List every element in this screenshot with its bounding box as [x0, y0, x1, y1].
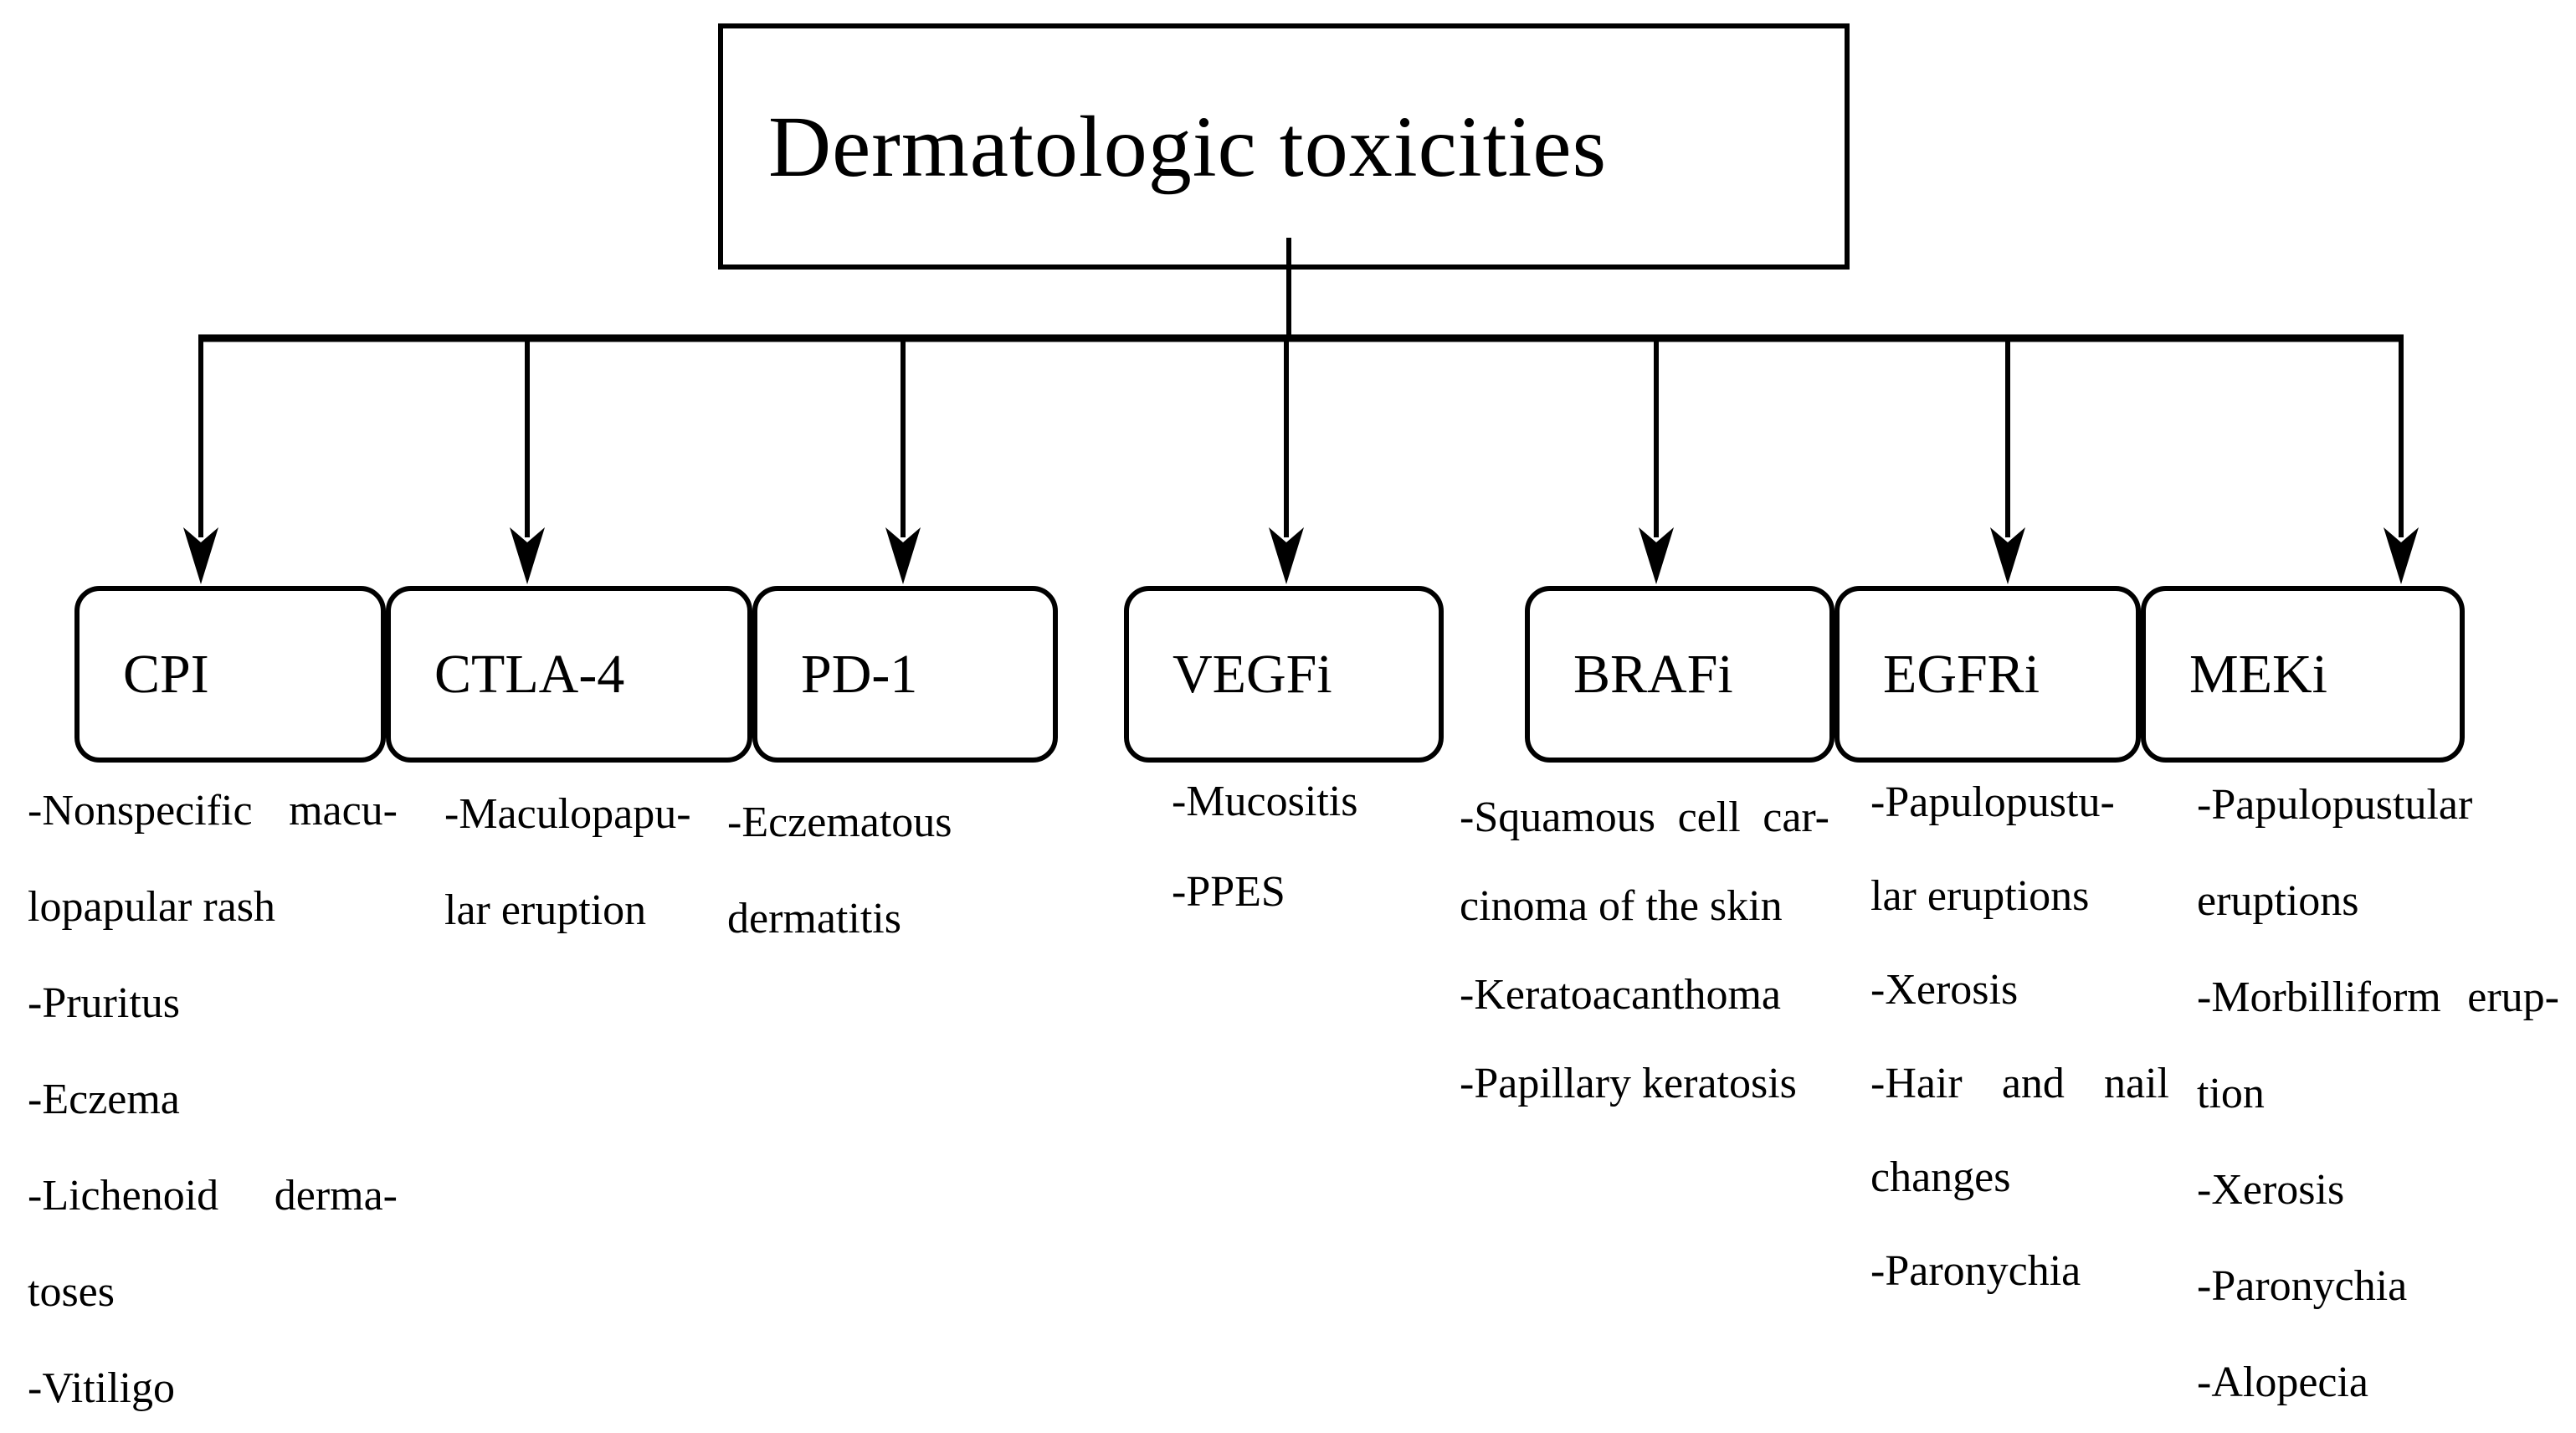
arrowhead-egfri [1990, 527, 2025, 584]
root-node-dermatologic-toxicities: Dermatologic toxicities [718, 23, 1850, 270]
list-ctla-4: -Maculopapu- lar eruption [444, 788, 712, 981]
node-label: EGFRi [1883, 643, 2040, 705]
list-item: -Nonspecific macu- [28, 787, 398, 835]
list-item: -Keratoacanthoma [1460, 971, 1782, 1019]
node-label: VEGFi [1173, 643, 1332, 705]
list-vegfi: -Mucositis -PPES [1172, 776, 1406, 957]
list-item: -Papillary keratosis [1460, 1060, 1797, 1107]
list-brafi: -Squamous cell car- cinoma of the skin -… [1460, 792, 1829, 1147]
list-item: cinoma of the skin [1460, 882, 1783, 930]
list-item: -Pruritus [28, 979, 180, 1027]
list-item: -Papulopustu- [1870, 778, 2115, 826]
list-item: lar eruption [444, 886, 647, 934]
arrowhead-vegfi [1269, 527, 1304, 584]
list-item: toses [28, 1268, 115, 1316]
list-item: -Vitiligo [28, 1364, 175, 1412]
node-vegfi: VEGFi [1124, 586, 1444, 763]
list-item: changes [1870, 1153, 2011, 1201]
node-label: CPI [123, 643, 209, 705]
arrowhead-meki [2384, 527, 2419, 584]
node-egfri: EGFRi [1835, 586, 2141, 763]
list-item: -Lichenoid derma- [28, 1172, 398, 1220]
list-item: -Xerosis [2197, 1166, 2345, 1214]
list-item: -Maculopapu- [444, 790, 691, 838]
node-brafi: BRAFi [1525, 586, 1835, 763]
arrowhead-ctla4 [510, 527, 545, 584]
node-label: BRAFi [1573, 643, 1733, 705]
list-item: -Hair and nail [1870, 1060, 2169, 1107]
list-item: lar eruptions [1870, 872, 2090, 920]
list-item: -Squamous cell car- [1460, 794, 1829, 841]
list-item: -Alopecia [2197, 1359, 2369, 1406]
list-item: tion [2197, 1070, 2265, 1117]
node-meki: MEKi [2141, 586, 2465, 763]
list-item: -Xerosis [1870, 966, 2019, 1014]
arrowhead-brafi [1639, 527, 1674, 584]
root-node-label: Dermatologic toxicities [768, 98, 1608, 195]
list-item: eruptions [2197, 877, 2359, 925]
node-ctla-4: CTLA-4 [386, 586, 752, 763]
list-item: lopapular rash [28, 883, 276, 931]
list-pd-1: -Eczematous dermatitis [727, 797, 987, 989]
list-egfri: -Papulopustu- lar eruptions -Xerosis -Ha… [1870, 777, 2169, 1339]
list-meki: -Papulopustular eruptions -Morbilliform … [2197, 779, 2559, 1433]
node-label: MEKi [2189, 643, 2327, 705]
list-item: -Paronychia [2197, 1262, 2408, 1310]
list-item: -Morbilliform erup- [2197, 973, 2559, 1021]
list-item: -PPES [1172, 868, 1285, 916]
list-item: -Papulopustular [2197, 781, 2473, 829]
node-cpi: CPI [74, 586, 386, 763]
list-item: -Mucositis [1172, 778, 1358, 825]
node-label: PD-1 [801, 643, 918, 705]
node-pd-1: PD-1 [752, 586, 1058, 763]
list-cpi: -Nonspecific macu- lopapular rash -Pruri… [28, 785, 398, 1433]
list-item: -Eczematous [727, 799, 952, 846]
arrowhead-cpi [183, 527, 218, 584]
arrowhead-pd1 [885, 527, 921, 584]
list-item: -Eczema [28, 1076, 180, 1123]
list-item: -Paronychia [1870, 1247, 2081, 1295]
list-item: dermatitis [727, 895, 901, 942]
node-label: CTLA-4 [434, 643, 625, 705]
